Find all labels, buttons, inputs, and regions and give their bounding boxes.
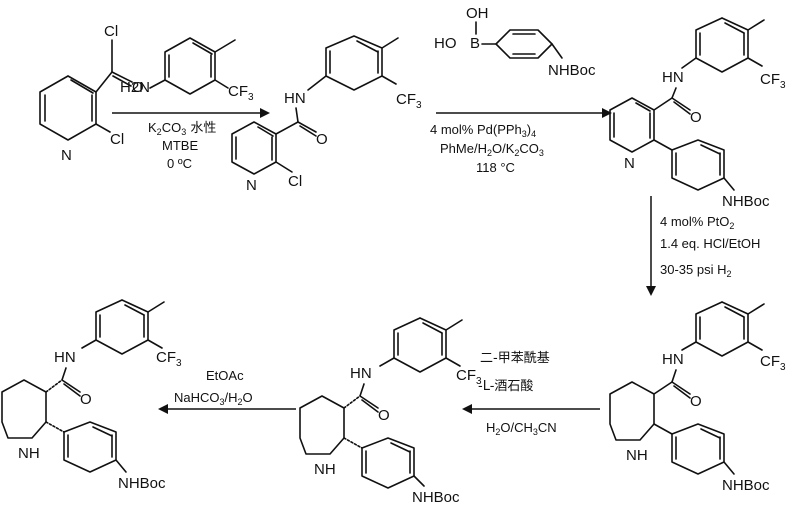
nhboc-label: NHBoc [722, 193, 770, 210]
chloro-label: Cl [110, 131, 124, 148]
cf3-label: CF3 [156, 349, 182, 369]
step4-resolving-agent-line2: -L-酒石酸 [478, 379, 533, 394]
amide-nh-label: HN [54, 349, 76, 366]
nhboc-label: NHBoc [412, 489, 460, 506]
step4-resolving-agent-line1: 二-甲苯酰基 [480, 351, 550, 366]
cf3-label: CF3 [228, 83, 254, 103]
amine-label: H2N [120, 79, 150, 96]
amide-nh-label: HN [284, 90, 306, 107]
compound-biaryl-pyridine-amide: CF3 HN O N NHBoc [609, 17, 786, 210]
step3-acid: 1.4 eq. HCl/EtOH [660, 236, 760, 251]
step1-condition-solvent: MTBE [162, 138, 198, 153]
chloro-label: Cl [288, 173, 302, 190]
step1-condition-base: K2CO3 水性 [148, 120, 216, 137]
compound-resolved-piperidine: CF3 HN O NH NHBoc [299, 317, 482, 506]
piperidine-nh-label: NH [314, 461, 336, 478]
cf3-label: CF3 [456, 367, 482, 387]
step3-catalyst: 4 mol% PtO2 [660, 214, 734, 231]
pyridine-nitrogen-label: N [246, 177, 257, 194]
nhboc-label: NHBoc [118, 475, 166, 492]
carbonyl-oxygen-label: O [80, 391, 92, 408]
pyridine-nitrogen-label: N [624, 155, 635, 172]
compound-final-product: CF3 HN O NH NHBoc [1, 299, 182, 492]
compound-2-chloro-nicotinamide: CF3 HN O N Cl [231, 35, 422, 194]
step4-solvent: H2O/CH3CN [486, 420, 557, 437]
aniline-reagent: H2N CF3 [120, 37, 254, 103]
nhboc-label: NHBoc [548, 62, 596, 79]
hydroxyl-label: OH [466, 5, 489, 22]
piperidine-nh-label: NH [626, 447, 648, 464]
step5-base: NaHCO3/H2O [174, 390, 253, 407]
carbonyl-oxygen-label: O [690, 393, 702, 410]
boronic-acid-reagent: OH B HO NHBoc [434, 5, 596, 79]
reaction-arrow-step4: 二-甲苯酰基 -L-酒石酸 H2O/CH3CN [462, 351, 600, 437]
step2-solvent: PhMe/H2O/K2CO3 [440, 141, 544, 158]
compound-2-chloronicotinoyl-chloride: Cl O N Cl [39, 23, 144, 164]
carbonyl-oxygen-label: O [690, 109, 702, 126]
reaction-arrow-step5: EtOAc NaHCO3/H2O [158, 368, 296, 414]
reaction-arrow-step3: 4 mol% PtO2 1.4 eq. HCl/EtOH 30-35 psi H… [646, 196, 760, 296]
step5-solvent: EtOAc [206, 368, 244, 383]
cf3-label: CF3 [760, 71, 786, 91]
step1-condition-temperature: 0 ºC [167, 156, 192, 171]
reaction-arrow-step1: H2N CF3 K2CO3 水性 MTBE 0 ºC [112, 37, 270, 171]
piperidine-nh-label: NH [18, 445, 40, 462]
amide-nh-label: HN [662, 351, 684, 368]
compound-piperidine-racemic: CF3 HN O NH NHBoc [609, 301, 786, 494]
carbonyl-oxygen-label: O [378, 407, 390, 424]
step2-temperature: 118 °C [476, 160, 515, 175]
reaction-arrow-step2: OH B HO NHBoc 4 mol% Pd(PPh3)4 PhMe/H2O/… [430, 5, 612, 175]
amide-nh-label: HN [662, 69, 684, 86]
amide-nh-label: HN [350, 365, 372, 382]
pyridine-nitrogen-label: N [61, 147, 72, 164]
hydroxyl-label: HO [434, 35, 457, 52]
boron-label: B [470, 35, 480, 52]
step2-catalyst: 4 mol% Pd(PPh3)4 [430, 122, 536, 139]
carbonyl-oxygen-label: O [132, 79, 144, 96]
nhboc-label: NHBoc [722, 477, 770, 494]
step3-pressure: 30-35 psi H2 [660, 262, 732, 279]
carbonyl-oxygen-label: O [316, 131, 328, 148]
cf3-label: CF3 [760, 353, 786, 373]
cf3-label: CF3 [396, 91, 422, 111]
acyl-chloride-label: Cl [104, 23, 118, 40]
